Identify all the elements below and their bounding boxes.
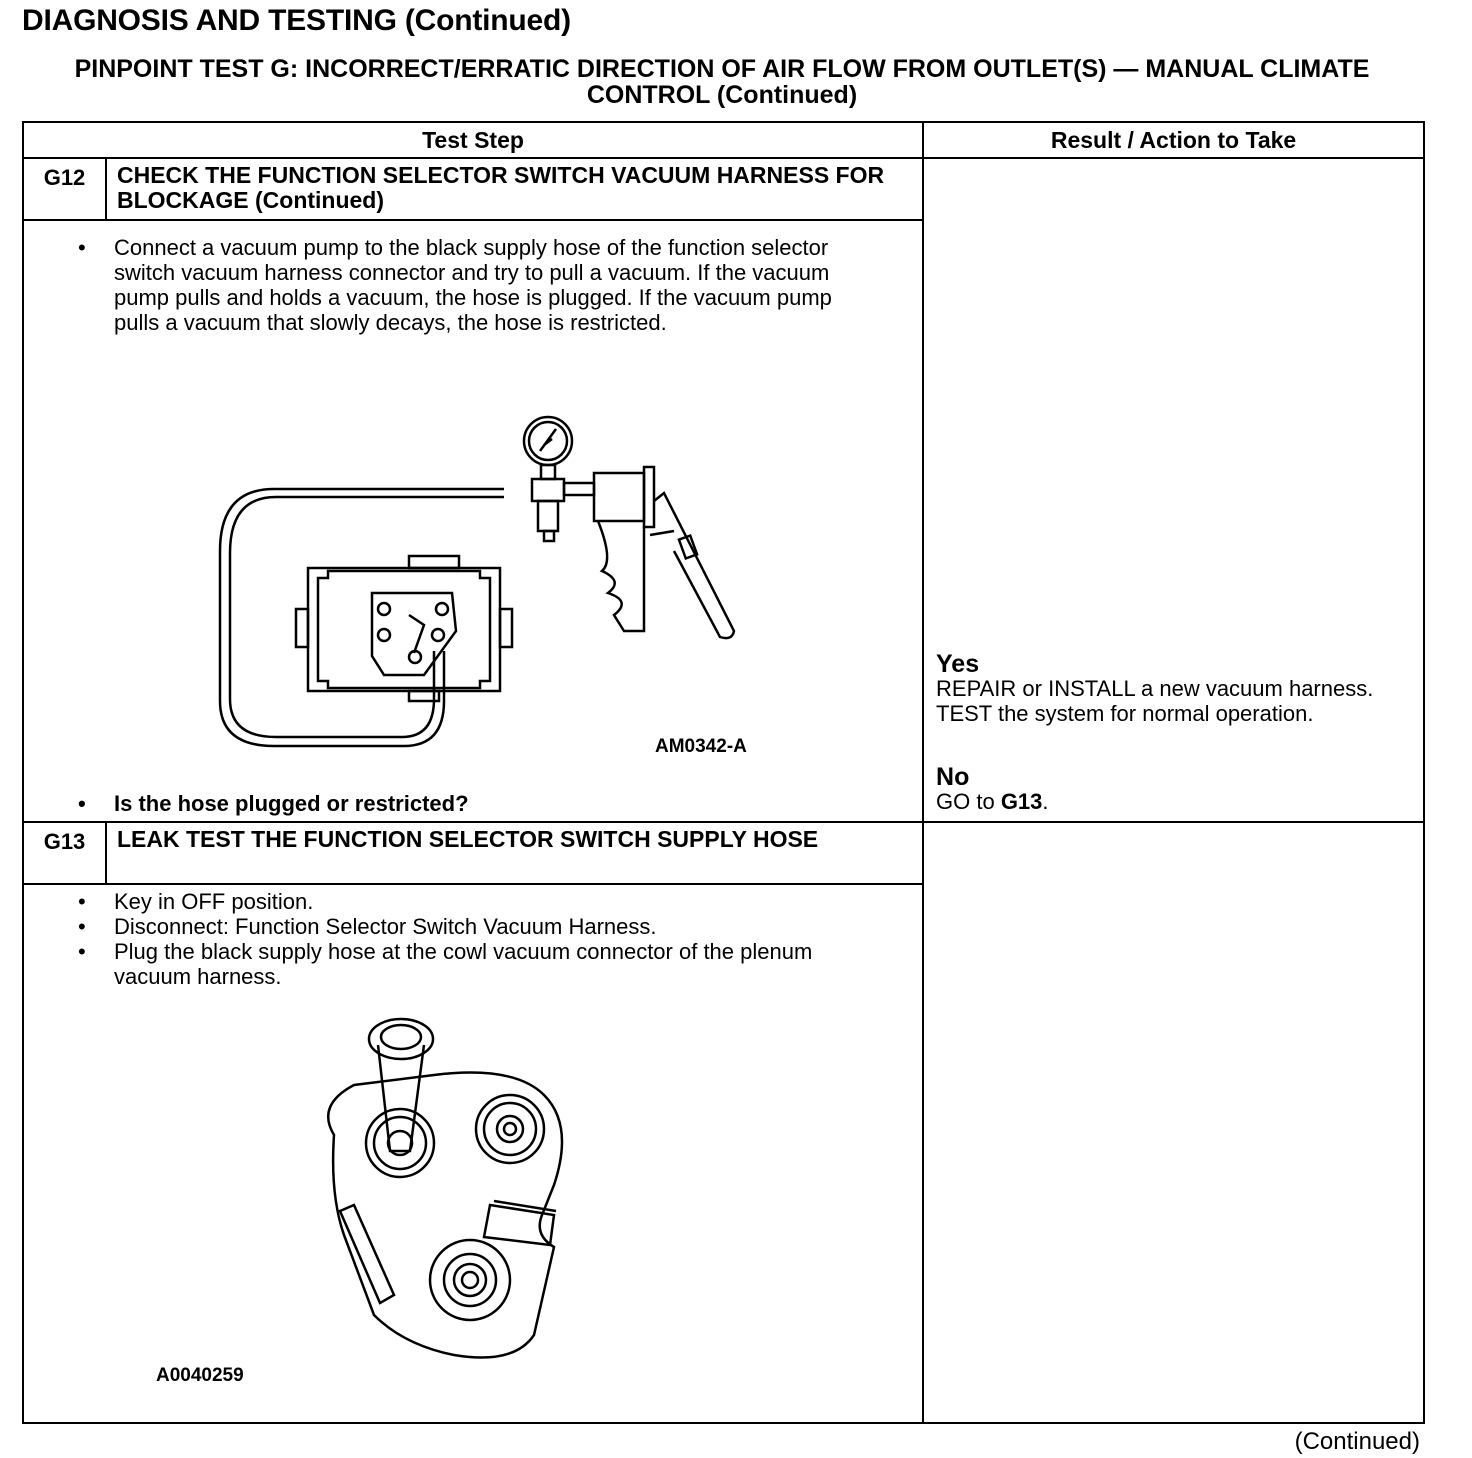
result-yes: Yes REPAIR or INSTALL a new vacuum harne… xyxy=(936,650,1406,727)
vacuum-pump-illustration xyxy=(218,415,736,748)
step-id: G13 xyxy=(22,821,107,885)
step-g12-body-row: Connect a vacuum pump to the black suppl… xyxy=(21,219,1424,823)
step-title: LEAK TEST THE FUNCTION SELECTOR SWITCH S… xyxy=(104,821,925,885)
vacuum-connector-plug-illustration xyxy=(326,1017,564,1359)
pinpoint-test-title: PINPOINT TEST G: INCORRECT/ERRATIC DIREC… xyxy=(74,55,1370,109)
continued-label: (Continued) xyxy=(1294,1428,1420,1455)
yes-label: Yes xyxy=(936,650,980,678)
step-g13-body-row: Key in OFF position. Disconnect: Functio… xyxy=(21,883,1424,1424)
no-action: GO to G13. xyxy=(936,789,1049,814)
step-g13-header-row: G13 LEAK TEST THE FUNCTION SELECTOR SWIT… xyxy=(22,821,1426,1424)
page-title: DIAGNOSIS AND TESTING (Continued) xyxy=(22,4,571,37)
list-item: Is the hose plugged or restricted? xyxy=(78,791,468,816)
yes-action: REPAIR or INSTALL a new vacuum harness. … xyxy=(936,676,1374,726)
step-title: CHECK THE FUNCTION SELECTOR SWITCH VACUU… xyxy=(104,157,925,221)
column-header-test-step: Test Step xyxy=(21,121,925,159)
list-item: Plug the black supply hose at the cowl v… xyxy=(78,939,854,989)
figure-label: AM0342-A xyxy=(655,736,747,757)
step-g12-body: Connect a vacuum pump to the black suppl… xyxy=(21,219,925,823)
step-id: G12 xyxy=(22,157,107,221)
figure-label: A0040259 xyxy=(156,1365,244,1386)
step-question: Is the hose plugged or restricted? xyxy=(24,791,468,816)
column-header-result: Result / Action to Take xyxy=(922,121,1426,159)
no-action-ref[interactable]: G13 xyxy=(1000,789,1043,814)
no-action-prefix: GO to xyxy=(936,789,1001,814)
list-item: Disconnect: Function Selector Switch Vac… xyxy=(78,914,854,939)
step-g12-header-row: G12 CHECK THE FUNCTION SELECTOR SWITCH V… xyxy=(22,157,1426,823)
step-g13-body: Key in OFF position. Disconnect: Functio… xyxy=(21,883,925,1424)
step-g13-result xyxy=(922,821,1426,1424)
step-bullets: Key in OFF position. Disconnect: Functio… xyxy=(24,889,854,989)
no-action-suffix: . xyxy=(1042,789,1049,814)
step-g12-result: Yes REPAIR or INSTALL a new vacuum harne… xyxy=(922,157,1426,823)
list-item: Connect a vacuum pump to the black suppl… xyxy=(78,235,834,335)
table-header-row: Test Step Result / Action to Take xyxy=(21,121,1426,159)
step-bullets: Connect a vacuum pump to the black suppl… xyxy=(24,235,834,335)
list-item: Key in OFF position. xyxy=(78,889,854,914)
no-label: No xyxy=(936,763,970,791)
result-no: No GO to G13. xyxy=(936,763,1049,815)
pinpoint-test-table: Test Step Result / Action to Take G12 CH… xyxy=(21,121,1426,1424)
